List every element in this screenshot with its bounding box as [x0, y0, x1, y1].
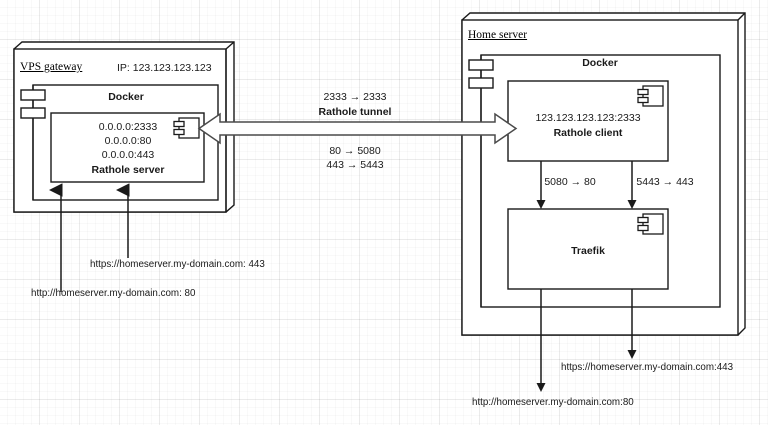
rathole-server-box: [50, 112, 205, 183]
rathole-client-box: [507, 80, 669, 162]
rathole-tunnel-arrow: [197, 112, 518, 145]
home-server-title: Home server: [468, 29, 528, 41]
home-docker-label: Docker: [582, 57, 618, 69]
port-map-5443: 5443 → 443: [636, 176, 694, 188]
home-port-group: [468, 55, 494, 307]
port-map-5080: 5080 → 80: [544, 176, 596, 188]
vps-inbound-arrows: [49, 183, 130, 292]
rathole-server-binding-1: 0.0.0.0:80: [104, 135, 152, 147]
rathole-server-binding-0: 0.0.0.0:2333: [98, 121, 158, 133]
traefik-name: Traefik: [571, 245, 605, 257]
tunnel-name: Rathole tunnel: [318, 106, 392, 118]
endpoint-right-http: http://homeserver.my-domain.com:80: [472, 397, 634, 408]
endpoint-left-http: http://homeserver.my-domain.com: 80: [31, 288, 196, 299]
uml-port-icon: [468, 77, 494, 89]
vps-docker-label: Docker: [108, 91, 144, 103]
uml-port-icon: [20, 107, 46, 119]
endpoint-right-https: https://homeserver.my-domain.com:443: [561, 362, 734, 373]
vps-gateway-title: VPS gateway: [20, 61, 83, 73]
tunnel-bottom-ports-0: 80 → 5080: [329, 145, 381, 157]
vps-ip-label: IP: 123.123.123.123: [117, 62, 212, 74]
tunnel-top-ports: 2333 → 2333: [323, 91, 387, 103]
client-to-traefik-arrows: [536, 161, 637, 209]
rathole-client-name: Rathole client: [553, 127, 623, 139]
endpoint-left-https: https://homeserver.my-domain.com: 443: [90, 259, 265, 270]
rathole-server-name: Rathole server: [91, 164, 165, 176]
uml-port-icon: [468, 59, 494, 71]
traefik-box: [507, 208, 669, 290]
vps-port-group: [20, 85, 46, 200]
traefik-outbound-arrows: [536, 289, 637, 392]
uml-port-icon: [20, 89, 46, 101]
rathole-server-binding-2: 0.0.0.0:443: [101, 149, 155, 161]
tunnel-bottom-ports-1: 443 → 5443: [326, 159, 384, 171]
rathole-client-address: 123.123.123.123:2333: [535, 112, 641, 124]
